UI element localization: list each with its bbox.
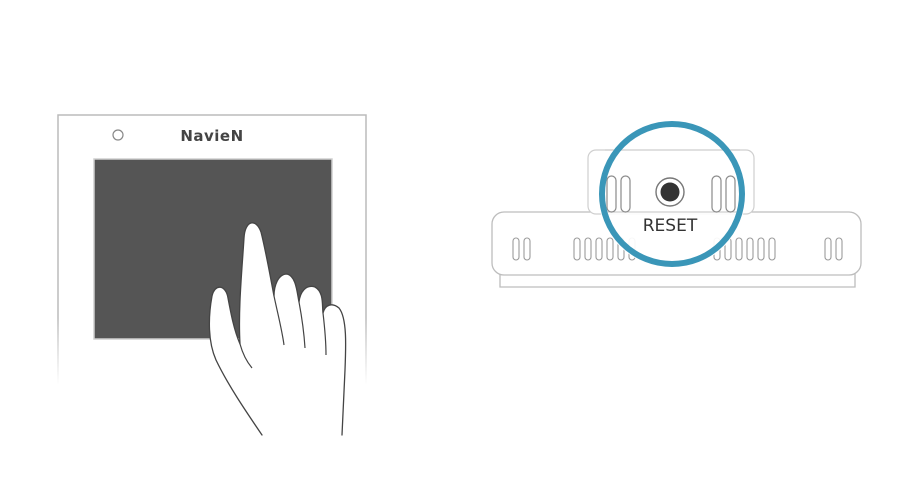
boiler-panel: RESET: [491, 120, 862, 288]
brand-logo: NavieN: [180, 127, 243, 145]
reset-label: RESET: [643, 216, 698, 236]
magnifier-lens: RESET: [598, 120, 746, 268]
power-indicator-icon: [112, 129, 124, 141]
wall-controller: NavieN: [57, 114, 367, 436]
hand-pointer-icon: [208, 222, 347, 436]
controller-frame: [57, 114, 367, 385]
highlight-ring: [599, 121, 745, 267]
reset-button[interactable]: [655, 177, 685, 207]
